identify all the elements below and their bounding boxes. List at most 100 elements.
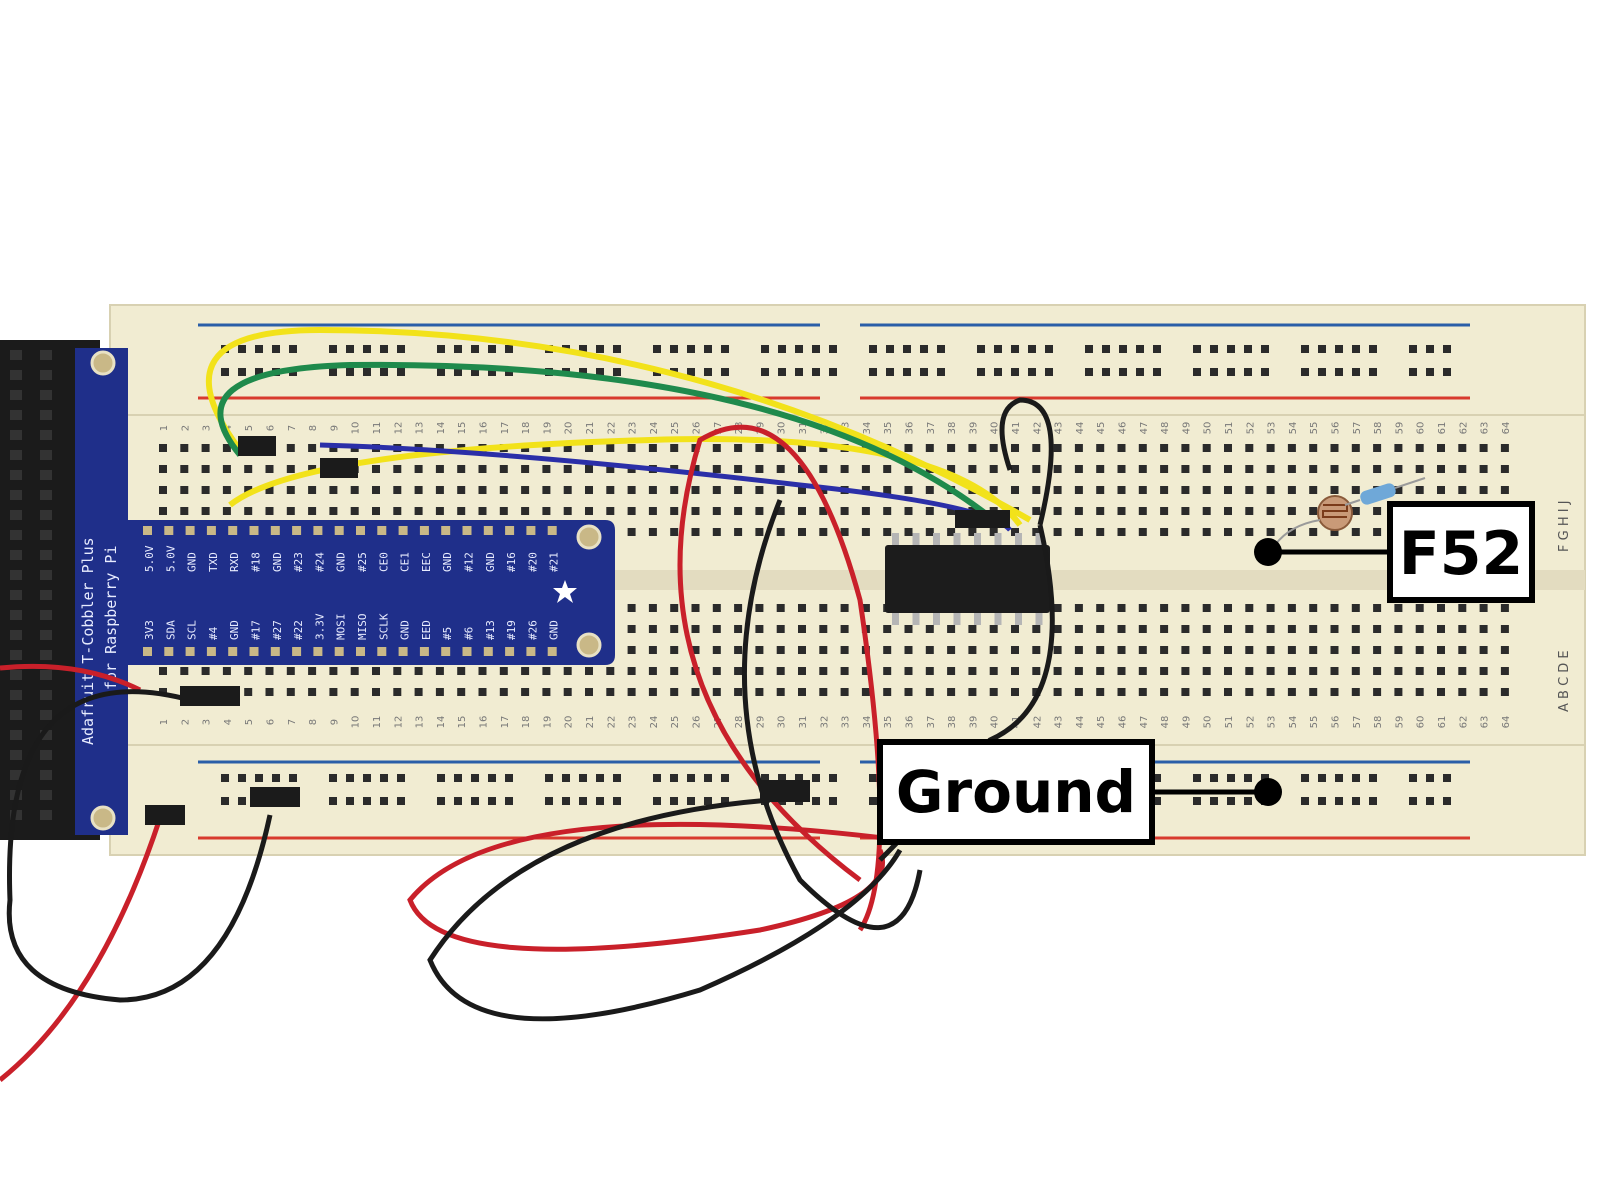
- cobbler-pin-label: GND: [228, 620, 241, 640]
- column-number: 61: [1437, 422, 1448, 435]
- hole: [712, 444, 721, 452]
- hole: [883, 528, 892, 536]
- column-number: 47: [1139, 716, 1150, 729]
- hole: [798, 688, 806, 696]
- hole: [968, 667, 977, 675]
- t-cobbler-board: Adafruit T-Cobbler Plus for Raspberry Pi…: [75, 348, 615, 835]
- hole: [1373, 625, 1382, 633]
- hole: [1373, 646, 1382, 654]
- hole: [1160, 444, 1169, 452]
- ic-chip: [885, 533, 1050, 625]
- hole: [1479, 486, 1488, 494]
- hole: [1011, 625, 1019, 633]
- hole: [159, 465, 167, 473]
- hole: [947, 528, 956, 536]
- hole: [1301, 774, 1309, 782]
- hole: [1373, 688, 1382, 696]
- hole: [1500, 667, 1509, 675]
- hole: [925, 646, 934, 654]
- cobbler-pin-label: #20: [526, 552, 539, 572]
- hole: [596, 774, 604, 782]
- hole: [1117, 604, 1126, 612]
- ribbon-pin: [10, 550, 22, 560]
- hole: [947, 507, 956, 515]
- cobbler-pin-label: GND: [186, 552, 199, 572]
- hole: [1426, 774, 1434, 782]
- hole: [920, 368, 928, 376]
- f52-callout: F52: [1254, 501, 1535, 603]
- hole: [238, 774, 246, 782]
- ic-leg: [974, 533, 981, 545]
- hole: [308, 667, 317, 675]
- hole: [1138, 688, 1147, 696]
- hole: [613, 797, 621, 805]
- hole: [1074, 667, 1083, 675]
- hole: [1287, 604, 1296, 612]
- column-number: 1: [159, 425, 170, 431]
- hole: [1301, 797, 1309, 805]
- hole: [542, 507, 551, 515]
- hole: [627, 688, 636, 696]
- ic-leg: [953, 613, 961, 625]
- column-number: 15: [457, 716, 468, 729]
- hole: [1181, 486, 1190, 494]
- hole: [819, 646, 828, 654]
- hole: [346, 368, 354, 376]
- hole: [840, 507, 849, 515]
- red-wire: [0, 663, 142, 693]
- hole: [380, 368, 388, 376]
- hole: [755, 444, 764, 452]
- hole: [1351, 465, 1360, 473]
- cobbler-pad: [526, 647, 536, 656]
- black-wire: [741, 499, 923, 931]
- hole: [687, 797, 695, 805]
- hole: [1266, 667, 1275, 675]
- hole: [1138, 604, 1147, 612]
- hole: [968, 444, 977, 452]
- hole: [1287, 444, 1296, 452]
- hole: [1415, 444, 1424, 452]
- hole: [329, 667, 338, 675]
- photoresistor: [1274, 495, 1353, 546]
- cobbler-subtitle: for Raspberry Pi: [102, 546, 120, 691]
- column-number: 60: [1416, 422, 1427, 435]
- hole: [579, 797, 587, 805]
- hole: [776, 528, 785, 536]
- cobbler-title: Adafruit T-Cobbler Plus: [79, 537, 97, 745]
- hole: [883, 486, 892, 494]
- hole: [563, 688, 572, 696]
- hole: [691, 486, 700, 494]
- cobbler-pin-label: #5: [441, 627, 454, 640]
- hole: [471, 368, 479, 376]
- hole: [286, 465, 295, 473]
- hole: [776, 625, 785, 633]
- hole: [904, 646, 913, 654]
- hole: [585, 486, 593, 494]
- hole: [1181, 528, 1190, 536]
- hole: [1096, 486, 1105, 494]
- cobbler-pin-label: #12: [463, 552, 476, 572]
- hole: [968, 688, 977, 696]
- mounting-hole: [90, 805, 116, 831]
- hole: [499, 465, 508, 473]
- hole: [1266, 646, 1275, 654]
- hole: [1330, 528, 1339, 536]
- hole: [994, 345, 1002, 353]
- hole: [393, 465, 402, 473]
- hole: [286, 444, 295, 452]
- jumper-connector: [955, 510, 1010, 528]
- hole: [903, 368, 911, 376]
- hole: [627, 528, 636, 536]
- adafruit-flower-logo: [553, 580, 577, 603]
- hole: [596, 797, 604, 805]
- cobbler-pin-label: #24: [313, 552, 326, 572]
- hole: [1373, 444, 1382, 452]
- hole: [596, 368, 604, 376]
- hole: [238, 797, 246, 805]
- hole: [1479, 444, 1488, 452]
- cobbler-pin-label: TXD: [207, 552, 220, 572]
- cobbler-pad: [228, 526, 238, 535]
- hole: [989, 625, 998, 633]
- ribbon-pin: [10, 770, 22, 780]
- hole: [606, 667, 615, 675]
